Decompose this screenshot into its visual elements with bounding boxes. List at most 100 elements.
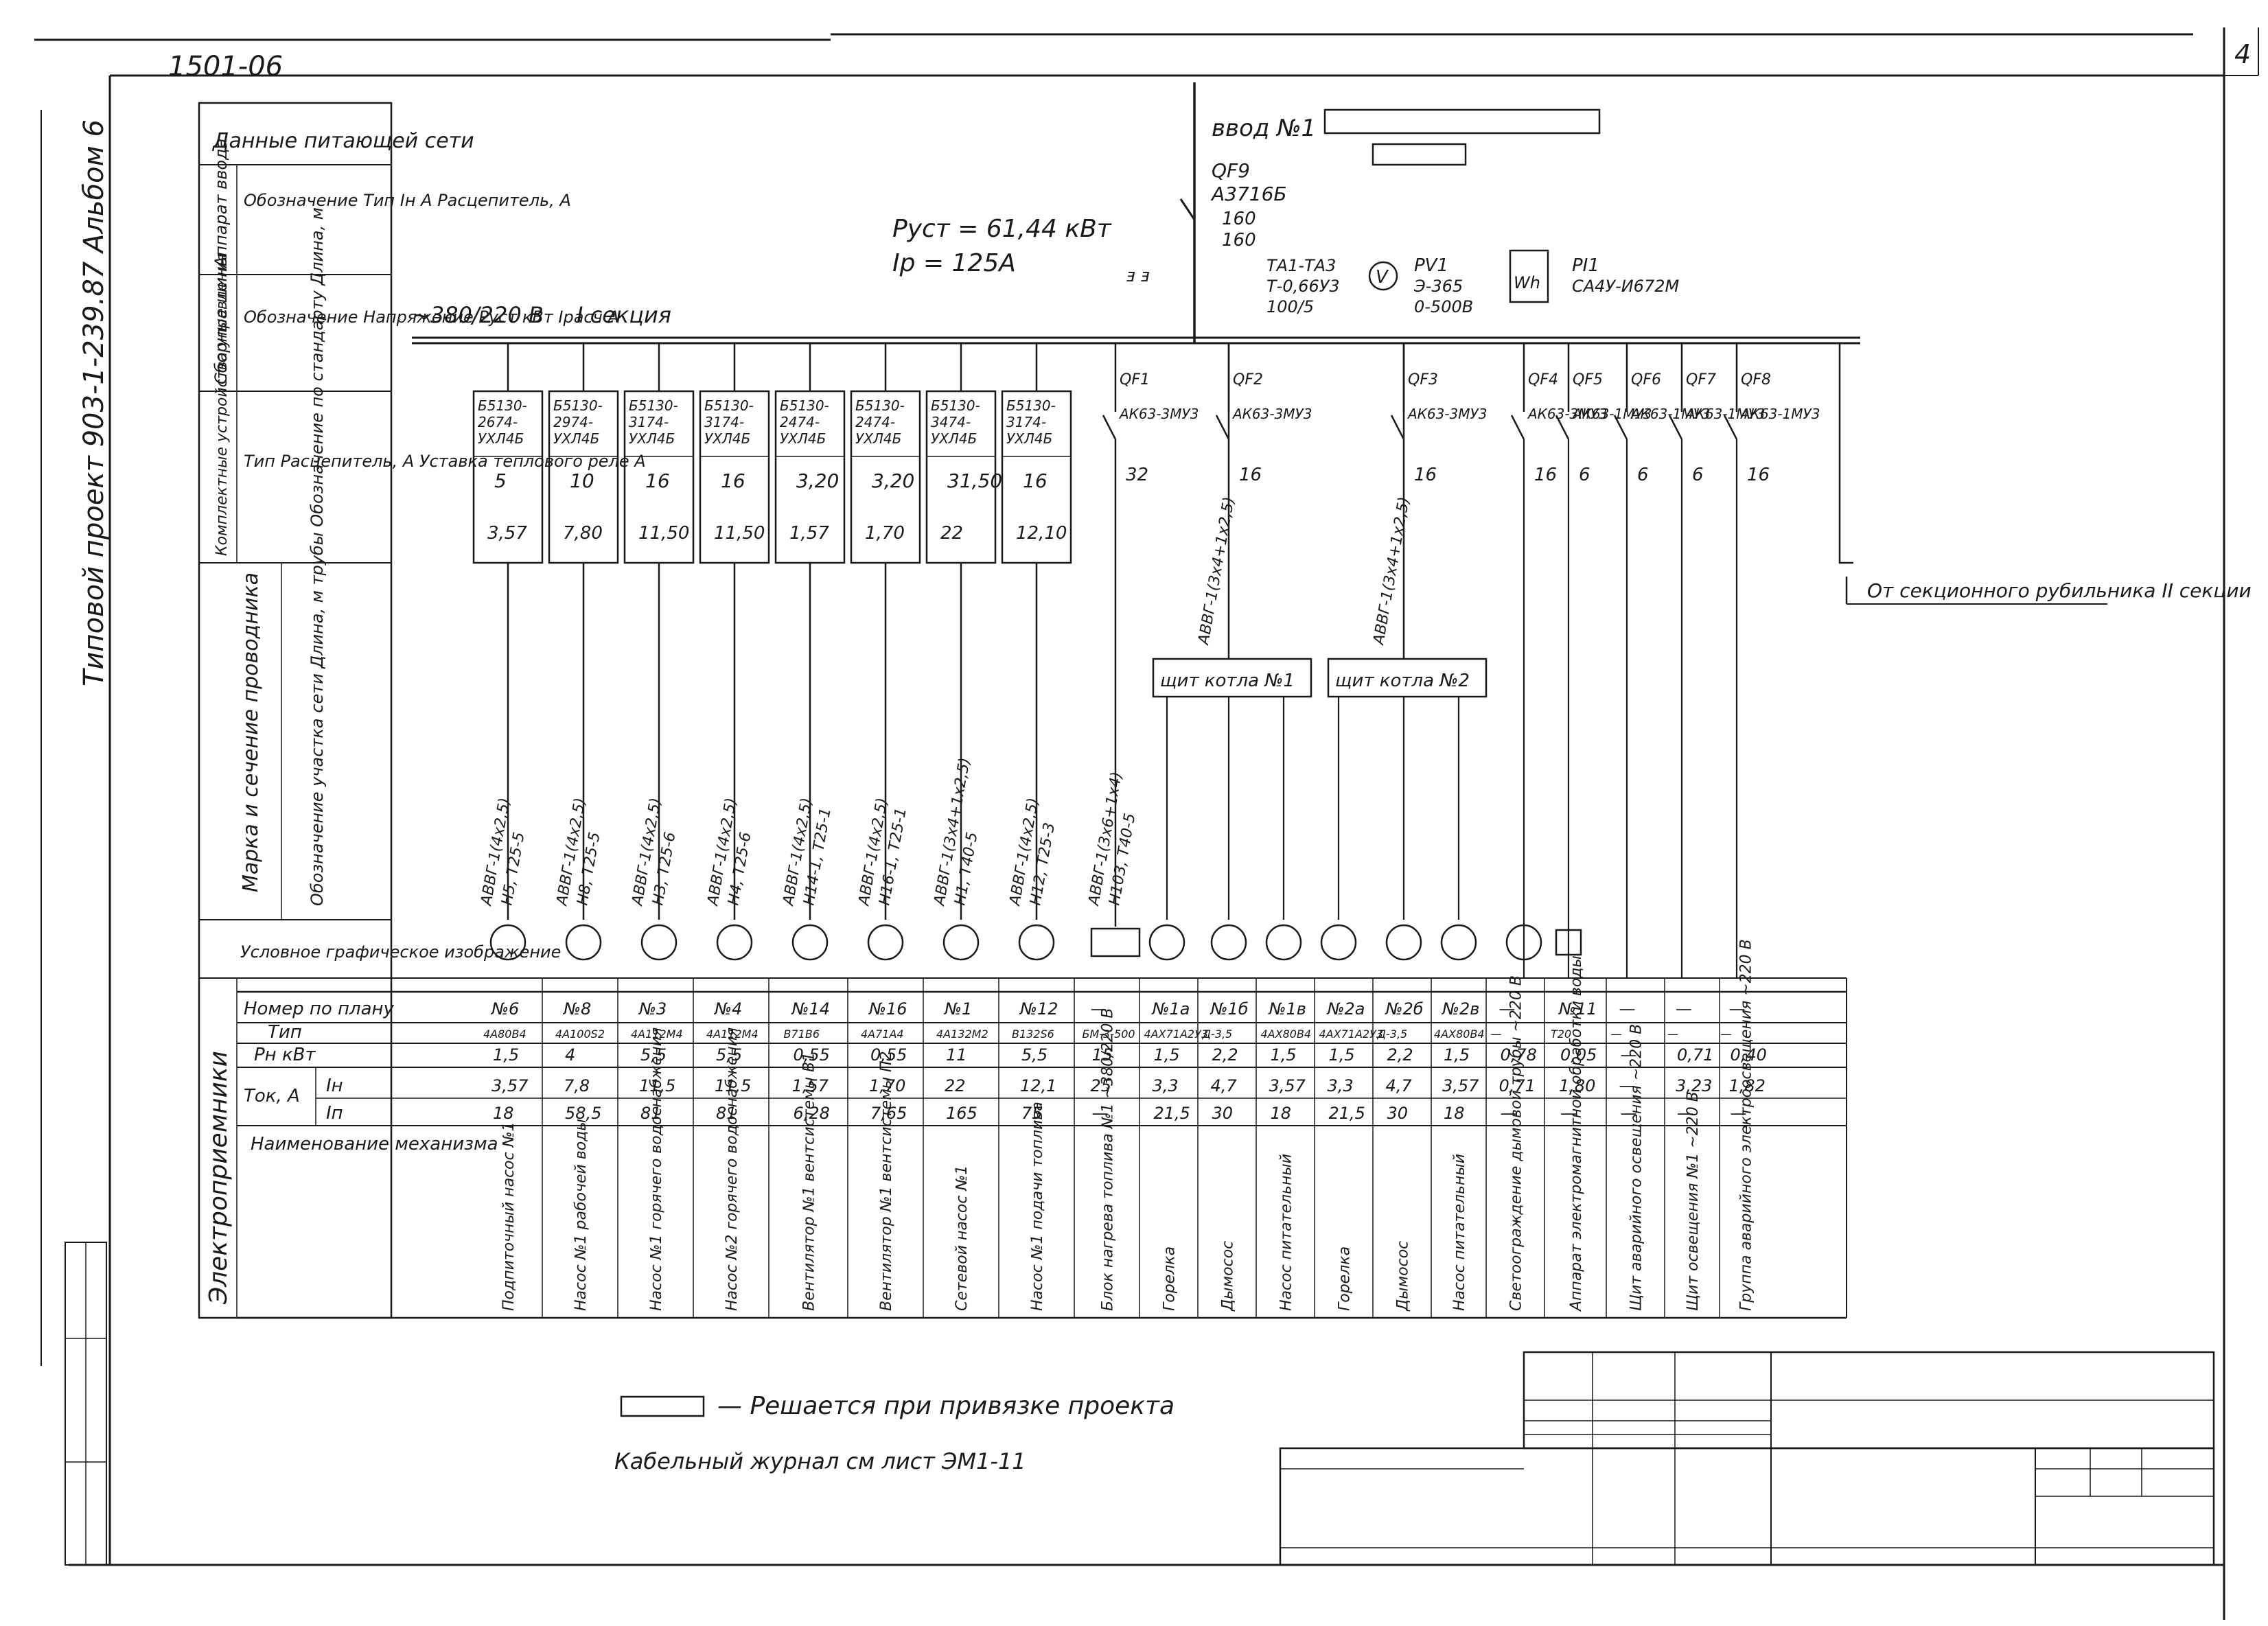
starter-release: 3,20: [872, 469, 914, 492]
consumer-mechanism: Дымосос: [1395, 1241, 1412, 1312]
consumer-number: №11: [1558, 999, 1597, 1019]
bus-fields: Обозначение Напряжение Руст кВт Iрасч А: [244, 307, 619, 327]
row-label-number: Номер по плану: [244, 999, 395, 1019]
consumer-type: 4АХ71А2У3: [1144, 1027, 1209, 1041]
consumer-number: №6: [490, 999, 519, 1019]
breaker-release: 16: [1534, 465, 1557, 485]
breaker-type: АК63-3МУ3: [1231, 406, 1312, 422]
consumer-type: —: [1721, 1027, 1732, 1041]
consumer-type: В132S6: [1012, 1027, 1054, 1041]
consumer-mechanism: Насос №1 подачи топлива: [1029, 1102, 1046, 1311]
bus-voltage: ~380/220 В: [412, 302, 544, 328]
meter-ref: PI1: [1572, 255, 1599, 276]
motor-icon: [1385, 924, 1422, 961]
consumer-type: Т20: [1551, 1027, 1571, 1041]
consumer-number: —: [1676, 999, 1692, 1019]
motor-icon: [1505, 924, 1542, 961]
starter-type-line2: 2974-: [553, 414, 593, 430]
starter-type-line1: Б5130-: [780, 397, 829, 414]
consumer-mechanism: Горелка: [1161, 1246, 1179, 1311]
starter-type-line2: 3174-: [1006, 414, 1046, 430]
consumer-type: 4АХ80В4: [1261, 1027, 1312, 1041]
voltmeter-type: Э-365: [1413, 277, 1463, 296]
breaker-ref: QF5: [1573, 371, 1603, 388]
motor-icon: [1210, 924, 1247, 961]
breaker-release: 16: [1414, 465, 1437, 485]
bus-i-calc: Iр = 125А: [892, 249, 1016, 277]
symbol-row-label: Условное графическое изображение: [240, 942, 561, 962]
starter-relay: 1,70: [865, 523, 905, 544]
starter-type-line2: 2474-: [780, 414, 820, 430]
breaker-ref: QF6: [1631, 371, 1661, 388]
boiler-panel-1-title: щит котла №1: [1160, 671, 1295, 691]
consumer-type: Д-3,5: [1377, 1027, 1408, 1041]
consumer-i-nom: 1,57: [792, 1076, 829, 1095]
consumer-i-start: —: [1560, 1104, 1577, 1123]
consumer-type: 4АХ71А2У3: [1319, 1027, 1384, 1041]
consumer-number: №1б: [1210, 999, 1249, 1019]
starter-relay: 3,57: [487, 523, 527, 544]
consumer-number: №4: [713, 999, 742, 1019]
consumer-type: 4А80В4: [483, 1027, 526, 1041]
consumer-power: 1,5: [1444, 1045, 1470, 1065]
starter-release: 16: [1023, 469, 1048, 492]
consumer-i-start: 21,5: [1329, 1104, 1365, 1123]
consumer-i-nom: 22: [945, 1076, 966, 1095]
row-label-mechanism: Наименование механизма: [251, 1134, 498, 1154]
left-label-column: Данные питающей сети Аппарат ввода Обозн…: [205, 129, 646, 1305]
consumer-type: 4А112М4: [631, 1027, 683, 1041]
starter-type-line3: УХЛ4Б: [704, 430, 750, 447]
motor-icon: [1018, 924, 1055, 961]
starter-type-line3: УХЛ4Б: [553, 430, 599, 447]
row-label-type: Тип: [268, 1022, 302, 1043]
consumer-number: №3: [638, 999, 667, 1019]
starter-type-line2: 2474-: [855, 414, 895, 430]
consumer-i-start: —: [1731, 1104, 1747, 1123]
consumer-power: 1,5: [493, 1045, 519, 1065]
consumer-type: БМ-3-500: [1083, 1027, 1135, 1041]
starter-type-line1: Б5130-: [1006, 397, 1056, 414]
busbar: ~380/220 В I секция Руст = 61,44 кВт Iр …: [412, 215, 1860, 345]
consumer-number: №16: [868, 999, 907, 1019]
consumer-mechanism: Сетевой насос №1: [953, 1165, 971, 1311]
breaker-ref: QF7: [1686, 371, 1716, 388]
starter-type-line3: УХЛ4Б: [1006, 430, 1052, 447]
consumer-mechanism: Группа аварийного электроосвещения ~220 …: [1738, 939, 1755, 1311]
motor-icon: [1265, 924, 1302, 961]
consumer-power: 0,71: [1677, 1045, 1713, 1065]
consumer-type: 4А112М4: [706, 1027, 759, 1041]
ct-ref: ТА1-ТА3: [1266, 256, 1336, 275]
starter-type-line2: 3174-: [704, 414, 744, 430]
consumer-mechanism: Светоограждение дымовой трубы ~220 В: [1508, 975, 1525, 1311]
breaker-ref: QF2: [1233, 371, 1263, 388]
input-section: ввод №1 QF9 А3716Б 160 160 ⱻ ⱻ ТА1-ТА3 Т…: [1126, 82, 1679, 343]
breaker-ref: QF8: [1741, 371, 1771, 388]
starter-type-line3: УХЛ4Б: [629, 430, 675, 447]
ct-ratio: 100/5: [1266, 297, 1314, 316]
consumer-mechanism: Насос №1 рабочей воды: [572, 1119, 590, 1311]
consumer-i-start: 18: [1444, 1104, 1465, 1123]
consumer-i-nom: —: [1619, 1076, 1636, 1095]
motor-icon: [942, 924, 980, 961]
consumer-i-nom: 3,3: [1328, 1076, 1354, 1095]
starter-type-line1: Б5130-: [855, 397, 905, 414]
heater-block-icon: [1090, 927, 1141, 957]
consumer-i-start: —: [1092, 1104, 1109, 1123]
breaker-type: АК63-1МУ3: [1685, 406, 1765, 422]
note-placeholder-box: [620, 1395, 705, 1417]
consumer-mechanism: Насос питательный: [1278, 1154, 1295, 1311]
consumer-i-nom: 3,57: [1442, 1076, 1479, 1095]
bus-title: Сборные шины: [211, 253, 231, 384]
breaker-group: QF1АК63-3МУ332QF2АК63-3МУ316QF3АК63-3МУ3…: [1102, 343, 1820, 485]
consumer-i-start: 165: [946, 1104, 977, 1123]
consumer-number: №1а: [1151, 999, 1190, 1019]
consumer-power: —: [1621, 1045, 1637, 1065]
apparatus-fields: Обозначение Тип Iн А Расцепитель, А: [244, 191, 571, 210]
consumer-number: №12: [1019, 999, 1058, 1019]
row-label-i-nom: Iн: [326, 1076, 343, 1096]
breaker-release: 16: [1747, 465, 1770, 485]
consumer-power: 11: [946, 1045, 967, 1065]
consumer-i-nom: 1,80: [1559, 1076, 1595, 1095]
motor-icon: [716, 924, 753, 961]
consumer-type: 4А100S2: [555, 1027, 605, 1041]
